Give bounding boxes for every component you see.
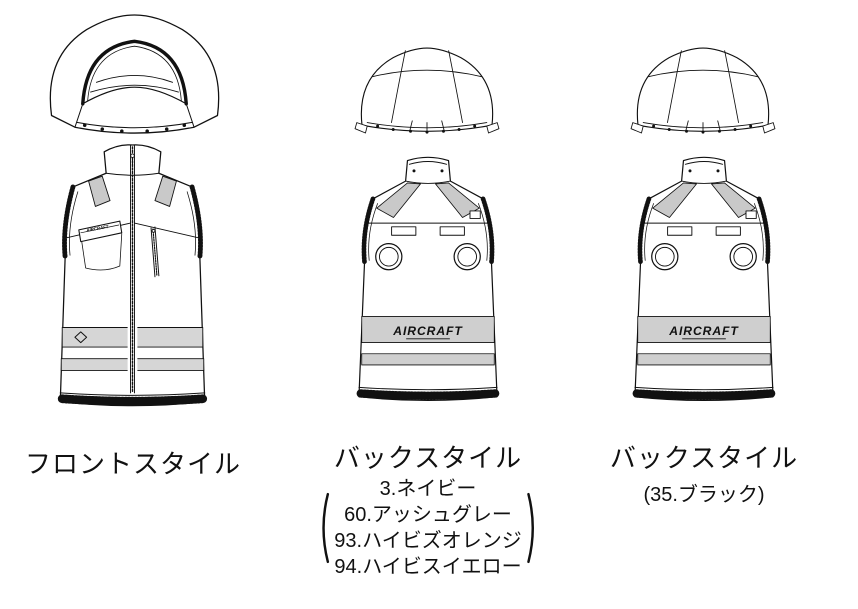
hood-front-illustration xyxy=(49,14,220,134)
color-option: 93.ハイビズオレンジ xyxy=(334,530,522,552)
color-option: 94.ハイビスイエロー xyxy=(334,556,522,578)
left-parenthesis-icon xyxy=(322,492,330,564)
back-style-illustration-colors xyxy=(330,152,526,423)
black-color-caption: (35.ブラック) xyxy=(643,484,765,506)
hood-back-illustration xyxy=(354,47,500,135)
back-style-colors-label: バックスタイル xyxy=(333,443,523,473)
front-style-label: フロントスタイル xyxy=(24,449,241,479)
back-style-black-label: バックスタイル xyxy=(609,443,799,473)
color-options-list: 3.ネイビー 60.アッシュグレー 93.ハイビズオレンジ 94.ハイビスイエロ… xyxy=(334,476,521,580)
front-style-illustration: AIRCRAFT xyxy=(57,144,208,407)
right-parenthesis-icon xyxy=(526,492,534,564)
color-option: 3.ネイビー xyxy=(379,478,477,500)
hood-back-illustration-black xyxy=(630,47,776,135)
color-options-block: 3.ネイビー 60.アッシュグレー 93.ハイビズオレンジ 94.ハイビスイエロ… xyxy=(318,470,538,586)
pocket-logo-text: AIRCRAFT xyxy=(85,224,109,233)
back-style-illustration-black xyxy=(606,152,802,423)
color-option: 60.アッシュグレー xyxy=(344,504,512,526)
